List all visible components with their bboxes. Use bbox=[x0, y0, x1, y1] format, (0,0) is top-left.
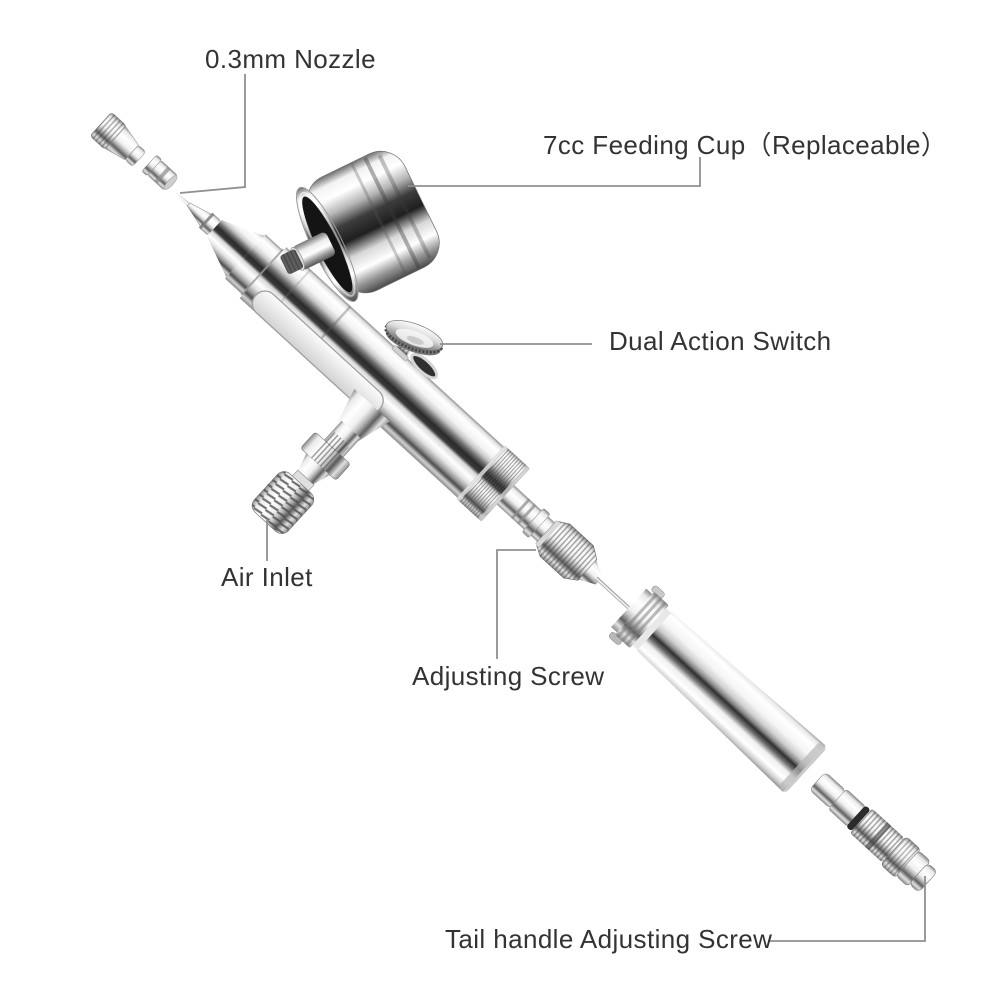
leader-tail-handle bbox=[768, 876, 926, 942]
label-feeding-cup: 7cc Feeding Cup（Replaceable） bbox=[543, 130, 948, 160]
nozzle-cap-part bbox=[142, 155, 178, 190]
air-inlet-threads bbox=[252, 471, 314, 534]
rear-knurled-collar-part bbox=[456, 445, 530, 522]
label-tail-handle-adjusting-screw: Tail handle Adjusting Screw bbox=[445, 924, 773, 954]
needle-cap-part bbox=[90, 113, 145, 166]
adjusting-screw-part bbox=[535, 520, 603, 585]
tail-handle-adjusting-screw-part bbox=[811, 773, 936, 891]
airbrush-body-group bbox=[90, 113, 936, 891]
label-adjusting-screw: Adjusting Screw bbox=[412, 661, 605, 691]
leader-nozzle bbox=[179, 74, 246, 194]
needle-chuck-shaft bbox=[496, 485, 556, 543]
leader-feeding-cup bbox=[408, 157, 701, 187]
leader-lines bbox=[179, 74, 926, 942]
label-air-inlet: Air Inlet bbox=[221, 562, 313, 592]
air-inlet-part bbox=[251, 389, 390, 534]
trigger-hole-ring bbox=[410, 353, 439, 380]
needle-part bbox=[595, 576, 632, 611]
grip-panel bbox=[251, 290, 384, 414]
tail-handle-part bbox=[608, 585, 826, 792]
label-dual-action-switch: Dual Action Switch bbox=[609, 326, 832, 356]
feeding-cup-part bbox=[280, 150, 440, 302]
label-nozzle: 0.3mm Nozzle bbox=[205, 44, 376, 74]
dual-action-switch-part bbox=[384, 320, 444, 380]
main-body-part bbox=[239, 247, 505, 499]
leader-adjusting-screw bbox=[496, 549, 536, 659]
